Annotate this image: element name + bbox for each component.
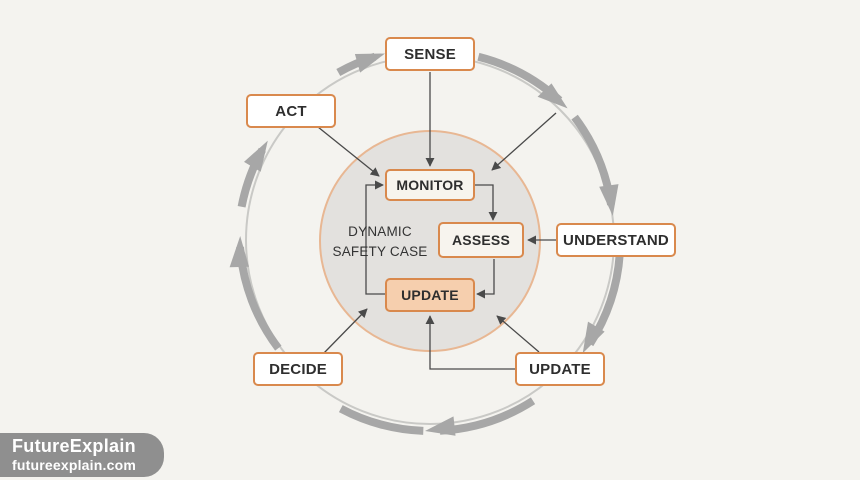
act-to-monitor-arrow xyxy=(317,126,380,177)
center-title: DYNAMIC SAFETY CASE xyxy=(328,222,432,262)
outer-update-box: UPDATE xyxy=(515,352,605,386)
monitor-box: MONITOR xyxy=(385,169,475,201)
outer-update-label: UPDATE xyxy=(529,360,591,378)
outer-update-to-inner-update-arrow xyxy=(496,315,540,353)
update-to-monitor-arrow xyxy=(365,180,385,295)
assess-to-update-arrow xyxy=(476,259,495,299)
cycle-arrowhead-1 xyxy=(537,83,568,109)
brand-name: FutureExplain xyxy=(12,436,136,456)
cycle-arrowhead-5 xyxy=(229,236,249,268)
cycle-arrowhead-3 xyxy=(582,321,605,354)
cycle-arrowhead-6 xyxy=(244,140,268,172)
brand-badge: FutureExplain futureexplain.com xyxy=(0,433,164,477)
understand-label: UNDERSTAND xyxy=(563,231,669,249)
sense-label: SENSE xyxy=(404,45,456,63)
understand-box: UNDERSTAND xyxy=(556,223,676,257)
cycle-arrowhead-2 xyxy=(599,184,619,216)
decide-box: DECIDE xyxy=(253,352,343,386)
understand-feed-to-monitor-arrow xyxy=(491,112,557,171)
cycle-arc-update-decide-2 xyxy=(338,405,424,435)
inner-update-label: UPDATE xyxy=(401,287,459,303)
cycle-arrowhead-4 xyxy=(425,416,456,436)
center-title-line-2: SAFETY CASE xyxy=(332,244,428,259)
decide-label: DECIDE xyxy=(269,360,327,378)
assess-box: ASSESS xyxy=(438,222,524,258)
act-label: ACT xyxy=(275,102,307,120)
center-title-line-1: DYNAMIC xyxy=(348,224,412,239)
monitor-label: MONITOR xyxy=(396,177,464,193)
act-box: ACT xyxy=(246,94,336,128)
decide-to-update-arrow xyxy=(322,308,368,355)
assess-label: ASSESS xyxy=(452,232,510,248)
sense-box: SENSE xyxy=(385,37,475,71)
brand-url: futureexplain.com xyxy=(12,457,136,473)
cycle-arrowhead-7 xyxy=(354,53,385,73)
monitor-to-assess-arrow xyxy=(475,184,498,221)
inner-update-box: UPDATE xyxy=(385,278,475,312)
outer-update-loop-arrow xyxy=(425,315,515,370)
